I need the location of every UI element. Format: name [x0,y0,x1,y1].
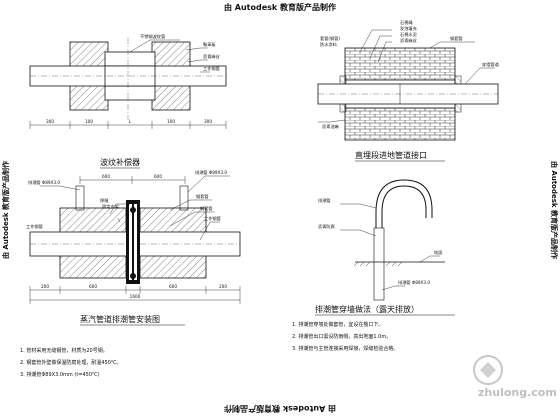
fig2-wall-top [344,47,456,81]
fig3-top-dim-2: 600 [154,174,162,179]
fig3-label-1: 排潮管 Φ89X3.0 [28,179,60,186]
fig3-bottom-dim-5: 200 [219,284,227,289]
fig3-top-dim-1: 600 [102,174,110,179]
watermark-left: 由 Autodesk 教育版产品制作 [1,161,10,259]
watermark-top: 由 Autodesk 教育版产品制作 [224,2,336,12]
fig2-wall-bottom [344,107,456,141]
notes-right: 1. 排潮管穿墙处做套管，宜设在檐口下。 2. 排潮管出口需设防雨帽，高出地面1… [292,321,398,352]
fig3-label-6: 钢套管 [200,205,213,212]
fig3-bottom-dim-4: 600 [169,284,177,289]
fig4-label-2: 沥青防腐 [318,223,335,230]
note-left-2: 2. 钢套管外壁做保温防腐处理，耐温450℃。 [20,359,122,366]
note-right-3: 3. 排潮管与主管连接采用焊接，焊缝检验合格。 [292,345,398,352]
fig2-label-1: 石棉绳 [400,19,413,26]
fig3-label-5: 钢套管 [196,193,209,200]
fig3-label-2: 排潮管 Φ89X3.0 [195,169,227,176]
fig1-dim-1: 300 [46,119,54,124]
figure-2: 石棉绳 发泡填充 石棉水泥 沥青麻丝 套管(钢管) 防水涂料 钢套管 穿墙管道 … [317,19,500,162]
fig3-label-4: 固定支架 [102,203,119,210]
watermark-bottom: 由 Autodesk 教育版产品制作 [224,404,336,414]
fig1-dim-2: 100 [85,119,93,124]
fig1-dim-5: 300 [204,119,212,124]
figure-4: 排潮管 沥青防腐 地面 排潮管 Φ89X3.0 排潮管穿墙做法（露天排放） [315,179,455,316]
fig3-caption: 蒸汽管道排潮管安装图 [80,314,160,324]
fig2-label-r1: 钢套管 [450,35,463,42]
notes-left: 1. 管材采用无缝钢管，材质为20号钢。 2. 钢套管外壁做保温防腐处理，耐温4… [20,347,122,378]
fig1-dim-3: L [129,119,132,124]
fig4-vent-pipe [375,179,433,300]
logo-text: zhulong.com [478,386,557,399]
note-right-2: 2. 排潮管出口需设防雨帽，高出地面1.0m。 [292,333,391,340]
fig2-label-5: 套管(钢管) [320,35,340,42]
site-logo: zhulong.com [473,355,557,399]
fig4-label-3: 地面 [434,249,442,256]
note-right-1: 1. 排潮管穿墙处做套管，宜设在檐口下。 [292,321,383,328]
figure-3: 波纹补偿器 600 600 排潮管 Φ89X3.0 [26,157,241,326]
fig1-label-2: 聚苯板 [203,41,216,48]
fig3-bottom-dim-2: 600 [89,284,97,289]
fig2-label-bottom: 沥青油麻 [322,123,340,130]
fig3-label-7: 工作钢管 [204,215,221,222]
fig1-dim-4: 100 [167,119,175,124]
fig3-title: 波纹补偿器 [100,157,140,167]
fig1-label-1: 不锈钢波纹管 [140,33,165,40]
fig2-label-6: 防水涂料 [320,41,338,48]
fig4-label-4: 排潮管 Φ89X3.0 [398,279,430,286]
fig2-label-4: 沥青麻丝 [400,37,417,44]
note-left-1: 1. 管材采用无缝钢管，材质为20号钢。 [20,347,108,354]
fig2-label-3: 石棉水泥 [400,31,417,38]
figure-1: 不锈钢波纹管 聚苯板 沥青麻丝 工作钢管 300 100 L 100 300 [29,33,227,129]
fig2-label-2: 发泡填充 [400,25,417,32]
fig3-label-8: 工作钢管 [26,223,43,230]
fig2-caption: 直埋段进地管道接口 [355,150,427,160]
fig3-bottom-dim-1: 200 [41,284,49,289]
fig1-label-3: 沥青麻丝 [203,53,220,60]
fig4-label-1: 排潮管 [318,197,331,204]
fig3-bottom-dim-3: 1600 [130,294,141,299]
watermark-right: 由 Autodesk 教育版产品制作 [550,161,559,259]
fig2-label-r2: 穿墙管道 [482,61,500,68]
fig3-label-3: 焊缝 [100,197,109,204]
note-left-3: 3. 排潮管Φ89X3.0mm (t=450℃) [20,371,100,378]
fig1-label-4: 工作钢管 [203,65,220,72]
fig4-caption: 排潮管穿墙做法（露天排放） [315,304,419,314]
